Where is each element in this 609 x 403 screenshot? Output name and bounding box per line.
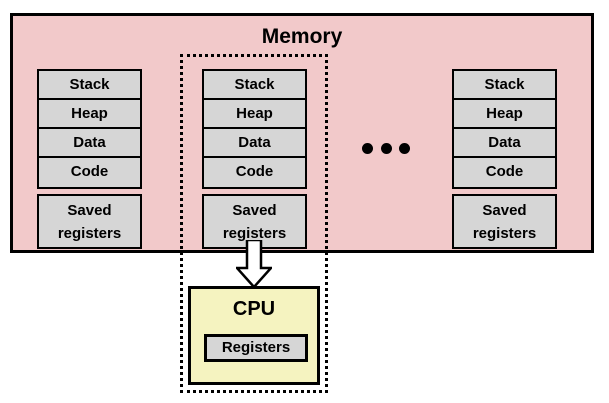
segment-code: Code — [454, 158, 555, 187]
saved-registers-line-2: registers — [57, 224, 122, 242]
saved-registers-box-1: Saved registers — [37, 194, 142, 249]
process-column-3: Stack Heap Data Code Saved registers — [452, 69, 557, 249]
segment-data: Data — [204, 129, 305, 158]
segment-code: Code — [39, 158, 140, 187]
saved-registers-box-3: Saved registers — [452, 194, 557, 249]
memory-title: Memory — [261, 25, 343, 48]
segment-data: Data — [39, 129, 140, 158]
ellipsis-dot — [362, 142, 373, 154]
segment-group-1: Stack Heap Data Code — [37, 69, 142, 189]
down-arrow-icon — [234, 238, 274, 289]
saved-registers-line-2: registers — [472, 224, 537, 242]
segment-stack: Stack — [454, 71, 555, 100]
ellipsis-dot — [399, 142, 410, 154]
segment-stack: Stack — [204, 71, 305, 100]
ellipsis-icon — [362, 138, 410, 158]
process-column-2: Stack Heap Data Code Saved registers — [202, 69, 307, 249]
segment-group-2: Stack Heap Data Code — [202, 69, 307, 189]
saved-registers-line-1: Saved — [482, 201, 527, 219]
segment-heap: Heap — [454, 100, 555, 129]
saved-registers-line-2: registers — [222, 224, 287, 242]
segment-group-3: Stack Heap Data Code — [452, 69, 557, 189]
cpu-title: CPU — [232, 298, 276, 320]
segment-stack: Stack — [39, 71, 140, 100]
saved-registers-box-2: Saved registers — [202, 194, 307, 249]
saved-registers-line-1: Saved — [232, 201, 277, 219]
process-column-1: Stack Heap Data Code Saved registers — [37, 69, 142, 249]
segment-data: Data — [454, 129, 555, 158]
saved-registers-line-1: Saved — [67, 201, 112, 219]
segment-heap: Heap — [204, 100, 305, 129]
cpu-container: CPU Registers — [188, 286, 320, 385]
ellipsis-dot — [380, 142, 392, 154]
cpu-registers-box: Registers — [204, 334, 308, 362]
segment-heap: Heap — [39, 100, 140, 129]
segment-code: Code — [204, 158, 305, 187]
